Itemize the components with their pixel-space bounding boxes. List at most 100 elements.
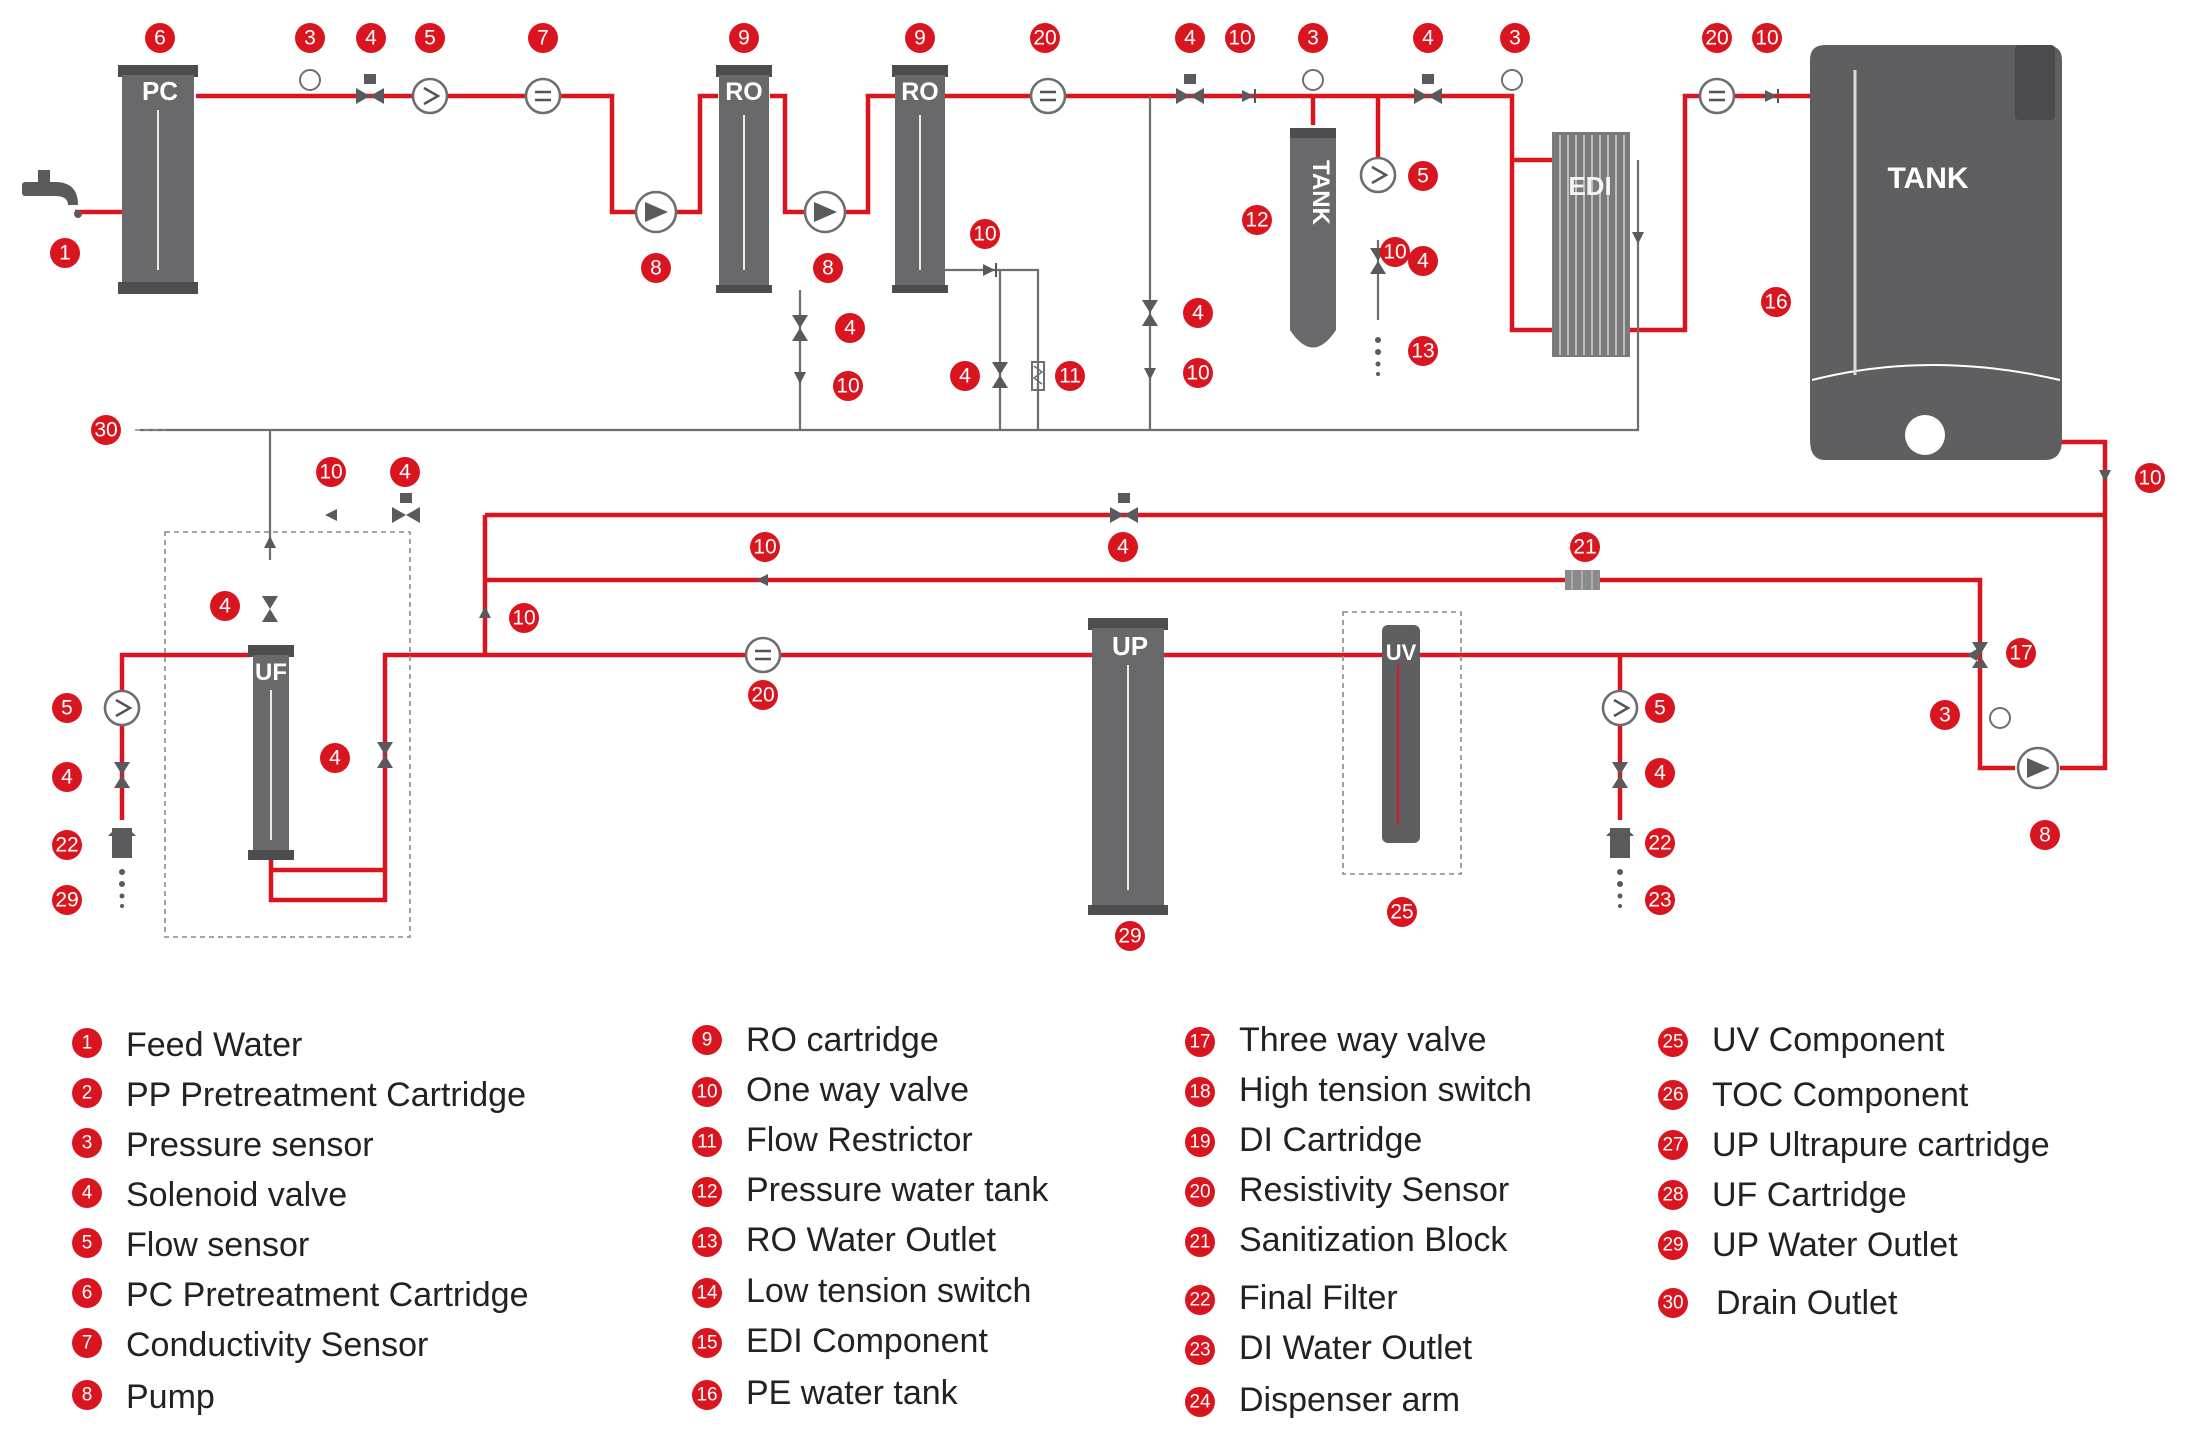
solenoid-valve-icon	[377, 742, 393, 768]
svg-text:29: 29	[55, 889, 78, 912]
callout-badge: 9	[905, 23, 935, 53]
callout-badge: 17	[2006, 638, 2036, 668]
svg-text:10: 10	[512, 607, 535, 630]
legend-label: High tension switch	[1239, 1071, 1532, 1109]
pipe-network	[75, 93, 2108, 873]
legend-number: 28	[1658, 1180, 1688, 1210]
legend-label: Flow sensor	[126, 1226, 309, 1264]
flow-sensor-icon	[1359, 156, 1397, 194]
legend-label: RO cartridge	[746, 1021, 939, 1059]
svg-text:4: 4	[399, 461, 411, 484]
flow-sensor-icon	[1601, 689, 1639, 727]
one-way-valve-icon	[1242, 89, 1256, 103]
legend-number: 11	[692, 1127, 722, 1157]
legend-number: 2	[72, 1078, 102, 1108]
badge-layer: 1 6 3 4 5 7 9 9 20 4 10 3 4 3 20 10 8 8 …	[50, 23, 2165, 951]
svg-text:3: 3	[1509, 27, 1521, 50]
legend-number: 30	[1658, 1288, 1688, 1318]
svg-text:9: 9	[914, 27, 926, 50]
pressure-sensor-icon	[1989, 707, 2011, 729]
one-way-valve-icon	[1632, 232, 1644, 244]
svg-text:26: 26	[1662, 1085, 1683, 1106]
callout-badge: 29	[1115, 921, 1145, 951]
solenoid-valve-icon	[392, 493, 420, 523]
callout-badge: 8	[641, 253, 671, 283]
svg-text:8: 8	[82, 1385, 93, 1406]
resistivity-sensor-icon	[744, 636, 782, 674]
svg-text:20: 20	[751, 684, 774, 707]
legend-label: EDI Component	[746, 1322, 988, 1360]
solenoid-valve-icon	[1612, 762, 1628, 788]
svg-text:23: 23	[1648, 889, 1671, 912]
svg-text:4: 4	[1192, 302, 1204, 325]
drain-network	[140, 96, 1640, 560]
svg-text:30: 30	[94, 419, 117, 442]
one-way-valve-icon	[264, 536, 276, 548]
pe-tank-label: TANK	[1887, 162, 1968, 195]
solenoid-valve-icon	[1110, 493, 1138, 523]
svg-text:25: 25	[1390, 901, 1413, 924]
legend-label: Three way valve	[1239, 1021, 1487, 1059]
callout-badge: 4	[210, 591, 240, 621]
one-way-valve-icon	[756, 574, 768, 586]
svg-text:6: 6	[154, 27, 166, 50]
pump-icon	[2016, 746, 2060, 790]
svg-text:10: 10	[696, 1082, 717, 1103]
legend-label: Feed Water	[126, 1026, 302, 1064]
callout-badge: 5	[1408, 161, 1438, 191]
svg-text:23: 23	[1189, 1340, 1210, 1361]
solenoid-valve-icon	[992, 362, 1008, 388]
svg-text:5: 5	[1417, 165, 1429, 188]
pipe-uf-outlet	[119, 652, 250, 820]
pressure-sensor-icon	[1501, 69, 1523, 91]
pump-icon	[803, 190, 847, 234]
callout-badge: 8	[2030, 820, 2060, 850]
solenoid-valve-icon	[1142, 300, 1158, 326]
callout-badge: 22	[1645, 828, 1675, 858]
legend-label: UP Ultrapure cartridge	[1712, 1126, 2050, 1164]
callout-badge: 10	[833, 371, 863, 401]
svg-text:11: 11	[697, 1132, 717, 1153]
callout-badge: 5	[52, 693, 82, 723]
flow-restrictor-icon	[1031, 361, 1045, 391]
uv-label: UV	[1386, 640, 1417, 665]
legend-number: 21	[1185, 1227, 1215, 1257]
one-way-valve-icon	[983, 263, 997, 277]
legend-number: 8	[72, 1380, 102, 1410]
callout-badge: 4	[390, 457, 420, 487]
svg-text:7: 7	[82, 1333, 93, 1354]
svg-text:13: 13	[696, 1232, 717, 1253]
legend-label: Resistivity Sensor	[1239, 1171, 1509, 1209]
callout-badge: 4	[1175, 23, 1205, 53]
callout-badge: 10	[2135, 463, 2165, 493]
callout-badge: 10	[1225, 23, 1255, 53]
svg-text:29: 29	[1662, 1235, 1683, 1256]
svg-text:17: 17	[1189, 1032, 1210, 1053]
flow-sensor-icon	[103, 689, 141, 727]
svg-text:4: 4	[844, 317, 856, 340]
one-way-valve-icon	[1144, 368, 1156, 380]
solenoid-valve-icon	[262, 596, 278, 622]
callout-badge: 3	[1930, 700, 1960, 730]
pressure-tank: TANK	[1290, 128, 1336, 348]
callout-badge: 10	[1183, 358, 1213, 388]
legend-label: Sanitization Block	[1239, 1221, 1508, 1259]
svg-text:9: 9	[738, 27, 750, 50]
legend-number: 15	[692, 1328, 722, 1358]
legend-number: 5	[72, 1228, 102, 1258]
three-way-valve-icon	[1967, 642, 1988, 668]
water-drop-icon	[119, 869, 125, 908]
legend-number: 16	[692, 1380, 722, 1410]
legend-label: PC Pretreatment Cartridge	[126, 1276, 529, 1314]
one-way-valve-icon	[794, 372, 806, 384]
up-cartridge: UP	[1088, 618, 1168, 915]
small-tank-label: TANK	[1307, 160, 1334, 226]
svg-text:27: 27	[1662, 1135, 1683, 1156]
callout-badge: 22	[52, 830, 82, 860]
svg-text:16: 16	[696, 1385, 717, 1406]
water-drop-icon	[74, 210, 82, 218]
pipe-edi-tank	[1630, 93, 1810, 333]
svg-text:4: 4	[1654, 762, 1666, 785]
svg-text:20: 20	[1705, 27, 1728, 50]
